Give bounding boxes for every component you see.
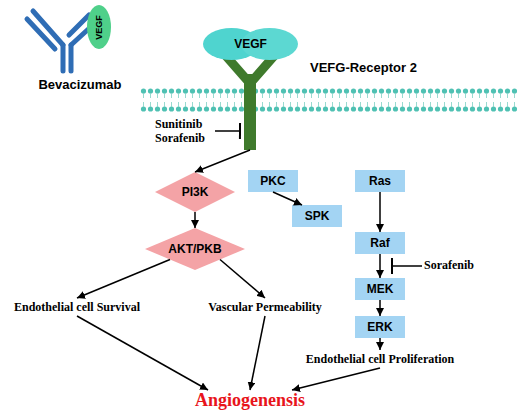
connector-line [379, 338, 381, 350]
arrow-connector [380, 300, 381, 316]
box-shape [355, 316, 405, 338]
antibody-chain [61, 45, 66, 71]
connector-line [215, 130, 240, 132]
node-text: VEFG-Receptor 2 [310, 60, 460, 76]
arrow-connector [77, 260, 170, 299]
diamond-shape [155, 172, 235, 212]
connector-line [77, 316, 208, 390]
connector-line [379, 192, 381, 232]
pathway-box: Raf [355, 232, 405, 254]
connector-line [292, 368, 380, 390]
arrow-connector [250, 316, 265, 390]
connector-line [250, 316, 265, 390]
node-text: AKT/PKB [168, 242, 221, 256]
receptor-shape-outline [240, 60, 260, 150]
drug-label: Sunitinib Sorafenib [155, 116, 215, 146]
inhibition-line [392, 265, 422, 267]
connector-line [77, 260, 170, 299]
connector-line [194, 212, 196, 228]
node-text: ERK [367, 320, 392, 334]
connector-line [273, 192, 302, 205]
receptor-stem [244, 74, 256, 150]
cell-membrane [140, 88, 517, 112]
box-shape [355, 170, 405, 192]
antibody-chain [27, 19, 55, 49]
pathway-box: PKC [248, 170, 298, 192]
ellipse-shape [87, 5, 111, 49]
pathway-box: SPK [292, 205, 342, 227]
receptor-shape: VEFG-Receptor 2VEGF [240, 60, 260, 150]
node-text: PKC [260, 174, 285, 188]
arrow-connector [292, 368, 380, 390]
inhibition-bar [391, 258, 393, 274]
vegf-ligand: VEGF [87, 5, 111, 49]
node-text: Endothelial cell Survival [14, 300, 140, 314]
pathway-box: Ras [355, 170, 405, 192]
antibody-drug: Bevacizumab VEGF [25, 5, 135, 97]
node-text: VEGF [94, 15, 105, 40]
node-text: Ras [369, 174, 391, 188]
result-text: Angiogenensis [180, 390, 320, 412]
outcome-text: Endothelial cell Proliferation [296, 350, 464, 368]
box-shape [292, 205, 342, 227]
arrow-connector [195, 150, 250, 172]
connector-line [195, 150, 250, 172]
node-text: PI3K [182, 185, 209, 199]
antibody-chain [69, 45, 74, 71]
arrow-connector [273, 192, 302, 205]
node-text: Vascular Permeability [208, 300, 322, 314]
node-text: Raf [370, 236, 389, 250]
node-text: MEK [367, 282, 394, 296]
pathway-diamond: PI3K [155, 172, 235, 212]
arrow-connector [380, 192, 381, 232]
arrow-connector [380, 338, 381, 350]
arrow-connector [77, 316, 208, 390]
node-text: SPK [305, 209, 330, 223]
pathway-box: MEK [355, 278, 405, 300]
arrow-connector [220, 260, 265, 299]
connector-line [379, 300, 381, 316]
antibody-chain [69, 15, 89, 35]
node-text: Endothelial cell Proliferation [306, 352, 454, 366]
pathway-box: ERK [355, 316, 405, 338]
box-shape [355, 278, 405, 300]
node-text: Sunitinib Sorafenib [155, 117, 215, 146]
box-shape [355, 232, 405, 254]
outcome-text: Endothelial cell Survival [2, 298, 152, 316]
drug-label: Sorafenib [424, 258, 474, 272]
node-text: Angiogenensis [195, 390, 305, 412]
arrow-connector [195, 212, 196, 228]
connector-line [379, 254, 381, 278]
vegf-dimer: VEGF [203, 28, 298, 60]
node-text: VEGF [234, 37, 267, 51]
connector-line [220, 260, 265, 299]
box-shape [248, 170, 298, 192]
inhibition-connector [215, 123, 240, 139]
node-text: Bevacizumab [25, 77, 135, 93]
outcome-text: Vascular Permeability [195, 298, 335, 316]
arrow-connector [380, 254, 381, 278]
